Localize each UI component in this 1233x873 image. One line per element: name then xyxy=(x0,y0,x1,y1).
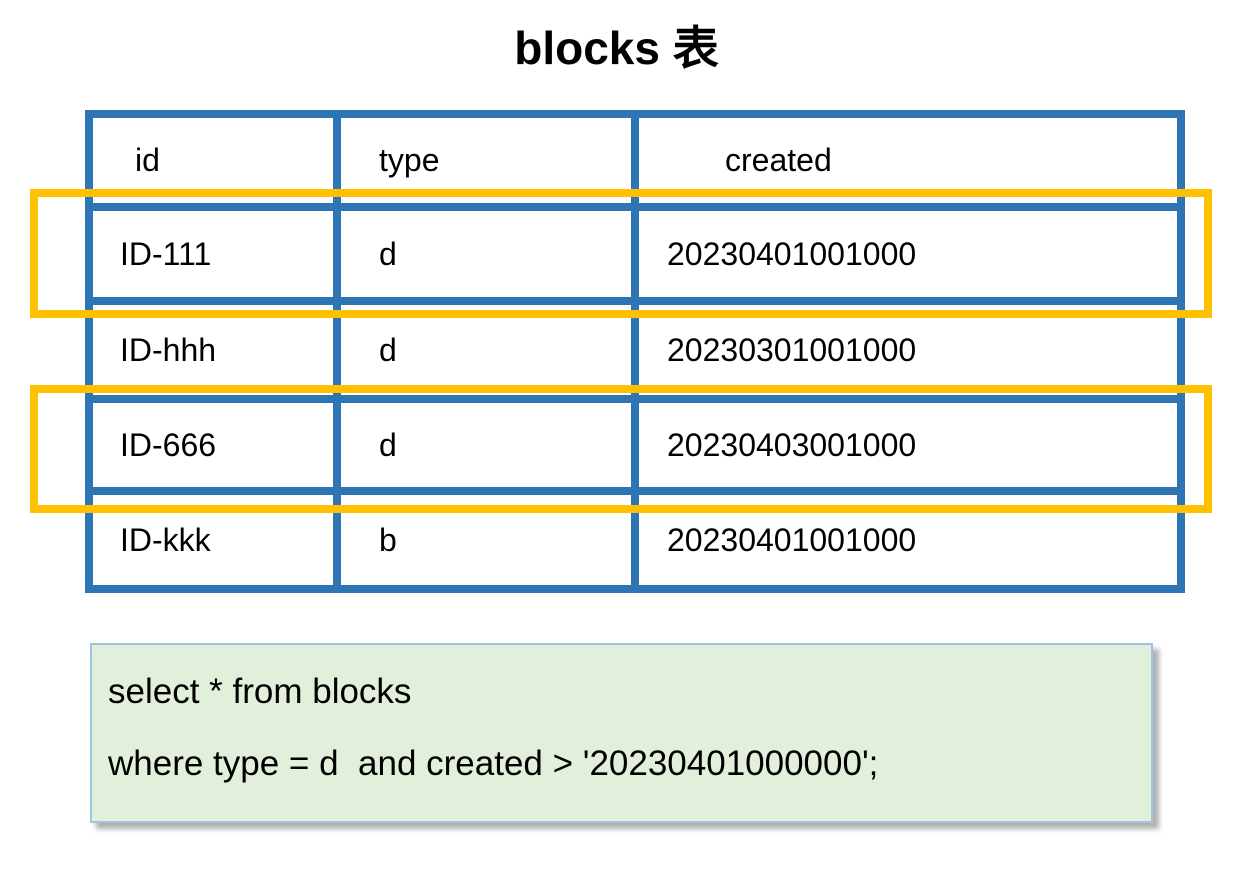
table-cell-row3-created: 20230403001000 xyxy=(667,426,917,463)
column-header-created: created xyxy=(725,142,832,178)
sql-query-line-2: where type = d and created > '2023040100… xyxy=(108,744,879,783)
table-cell-row3-type: d xyxy=(379,426,397,463)
table-row-divider-3 xyxy=(85,487,1185,495)
highlight-rect-row3 xyxy=(30,385,1212,513)
table-column-divider-1 xyxy=(333,110,341,593)
sql-query-box xyxy=(90,643,1153,823)
column-header-id: id xyxy=(135,142,160,178)
table-cell-row1-type: d xyxy=(379,235,397,272)
table-cell-row2-created: 20230301001000 xyxy=(667,331,917,368)
highlight-rect-row1 xyxy=(30,189,1212,318)
table-cell-row1-created: 20230401001000 xyxy=(667,235,917,272)
table-row-divider-2 xyxy=(85,395,1185,403)
table-cell-row4-type: b xyxy=(379,521,397,558)
table-column-divider-2 xyxy=(631,110,639,593)
column-header-type: type xyxy=(379,142,440,178)
table-cell-row3-id: ID-666 xyxy=(120,426,217,463)
sql-query-line-1: select * from blocks xyxy=(108,672,412,711)
table-row-divider-header xyxy=(85,203,1185,211)
page-title: blocks 表 xyxy=(514,22,719,74)
table-cell-row4-created: 20230401001000 xyxy=(667,521,917,558)
table-cell-row2-type: d xyxy=(379,331,397,368)
table-cell-row1-id: ID-111 xyxy=(120,235,212,272)
table-cell-row2-id: ID-hhh xyxy=(120,331,217,368)
table-cell-row4-id: ID-kkk xyxy=(120,521,211,558)
table-row-divider-1 xyxy=(85,297,1185,305)
